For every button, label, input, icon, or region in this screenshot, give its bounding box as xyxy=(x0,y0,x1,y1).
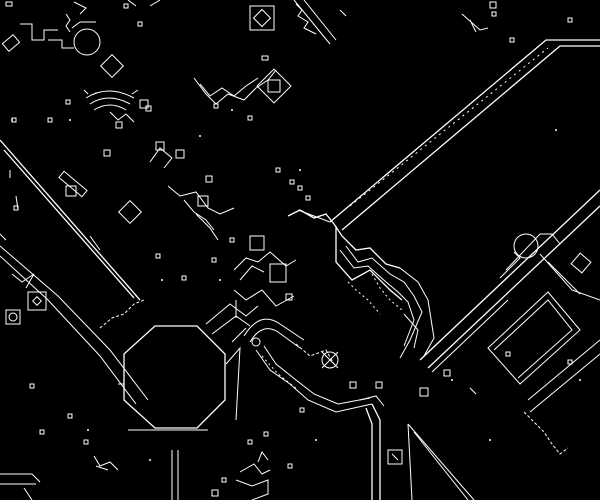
diagonal-road-upper xyxy=(297,39,600,231)
central-walkway xyxy=(205,235,297,335)
top-left-structures xyxy=(1,0,161,79)
right-building xyxy=(419,233,600,455)
diagonal-road-lower xyxy=(419,189,600,385)
scattered-dots xyxy=(11,109,581,461)
top-right-structures xyxy=(461,1,573,43)
curved-building xyxy=(243,318,383,413)
stepped-edge xyxy=(287,209,435,359)
octagon-plaza xyxy=(118,325,247,431)
top-center-structures xyxy=(145,0,347,121)
central-scattered xyxy=(149,141,311,281)
bottom-center-structures xyxy=(211,407,305,500)
arc-structure xyxy=(83,89,149,129)
bottom-left-structures xyxy=(0,383,179,500)
left-side-objects xyxy=(5,99,145,329)
left-diagonal-road xyxy=(0,139,149,405)
lower-center-road xyxy=(359,387,477,500)
